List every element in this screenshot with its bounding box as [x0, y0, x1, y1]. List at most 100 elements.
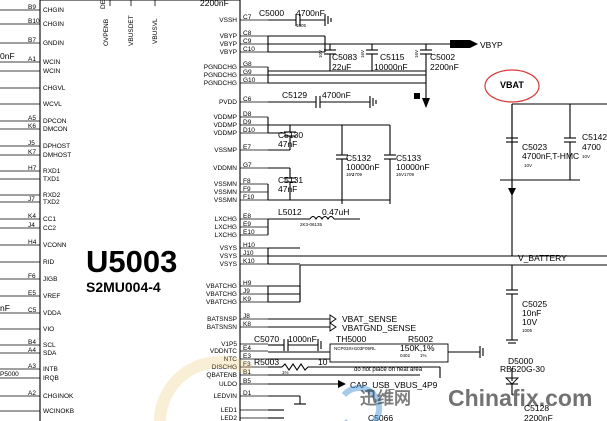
right-pin-name: PGNDCHG: [204, 72, 237, 79]
left-pin-number: K4: [28, 213, 36, 220]
ic-right-pins: C7VSSHC8VBYPC9VBYPC10VBYPG8PGNDCHGG9PGND…: [204, 14, 268, 421]
c5142-v: 10V: [582, 154, 590, 159]
right-pin-name: VBATCHG: [206, 283, 237, 290]
right-pin-name: LXCHG: [215, 216, 237, 223]
right-pin-name: BATSNSP: [207, 316, 237, 323]
c5142-value: 4700: [582, 142, 601, 152]
right-pin-name: PGNDCHG: [204, 80, 237, 87]
net-v-battery: V_BATTERY: [518, 253, 567, 263]
c5083-value: 22uF: [332, 62, 351, 72]
left-pin-name: WCIN: [43, 59, 61, 66]
c5130-value: 47nF: [278, 139, 297, 149]
left-pin-name: SCL: [43, 342, 56, 349]
left-pin-name: CHGVL: [43, 85, 66, 92]
pgnd-network: [267, 67, 430, 108]
left-pin-name: RXD1: [43, 168, 61, 175]
right-pin-name: VBYP: [220, 49, 237, 56]
left-pin-number: H7: [28, 165, 37, 172]
right-pin-number: G8: [243, 61, 252, 68]
left-pin-name: TXD2: [43, 199, 60, 206]
right-pin-name: VSYS: [220, 253, 238, 260]
left-pin-number: C5: [28, 307, 37, 314]
c5000-size: 1005: [296, 23, 307, 28]
right-pin-name: VBATCHG: [206, 299, 237, 306]
right-pin-number: E4: [243, 345, 251, 352]
watermark: 迅维网 Chinafix.com: [154, 355, 592, 421]
right-pin-number: C7: [243, 14, 252, 21]
left-pin-number: A4: [28, 347, 36, 354]
ntc-network: [268, 339, 520, 419]
right-pin-number: H9: [243, 280, 252, 287]
right-pin-number: J8: [243, 313, 250, 320]
right-pin-name: V1P5: [221, 341, 237, 348]
right-pin-number: C9: [243, 38, 252, 45]
right-pin-name: LED1: [221, 407, 238, 414]
right-pin-number: J9: [243, 288, 250, 295]
vsys-network: [267, 103, 607, 265]
watermark-cn: 迅维网: [360, 388, 411, 408]
right-pin-name: LXCHG: [215, 224, 237, 231]
c5002-ref: C5002: [430, 52, 455, 62]
vbatchg-network: [267, 264, 607, 344]
c5070-ref: C5070: [254, 334, 279, 344]
inductor-l5012: [267, 215, 360, 235]
chip-part: S2MU004-4: [86, 279, 161, 295]
right-pin-name: VSSMN: [214, 181, 237, 188]
right-pin-name: VDDMP: [214, 130, 237, 137]
c5132-s: 1709: [352, 172, 363, 177]
top-value: 2200nF: [200, 0, 229, 8]
left-pin-number: K7: [28, 149, 36, 156]
right-pin-number: F10: [243, 194, 255, 201]
r5002-tol: 1%: [420, 353, 427, 358]
right-pin-number: F9: [243, 186, 251, 193]
left-fragment-p5000: P5000: [0, 371, 19, 378]
left-pin-name: VDDA: [43, 310, 62, 317]
c5025-voltage: 10V: [522, 317, 537, 327]
left-pin-number: A1: [28, 56, 36, 63]
right-pin-name: ULDO: [219, 381, 237, 388]
right-pin-number: J10: [243, 250, 254, 257]
left-pin-name: CC1: [43, 216, 56, 223]
right-pin-number: C10: [243, 46, 255, 53]
left-pin-name: DPHOST: [43, 143, 70, 150]
right-pin-name: VDDNTC: [210, 348, 237, 355]
right-pin-number: G9: [243, 69, 252, 76]
right-pin-number: C6: [243, 96, 252, 103]
right-pin-number: G7: [243, 162, 252, 169]
c5129-network: [268, 96, 377, 108]
note-heat: do not place on heat area: [354, 367, 423, 373]
left-pin-number: J4: [28, 222, 35, 229]
left-fragment-nf: nF: [0, 303, 10, 313]
left-pin-number: B4: [28, 339, 36, 346]
left-pin-name: RID: [43, 259, 55, 266]
left-pin-name: JIGB: [43, 276, 57, 283]
right-pin-name: DISCHG: [212, 364, 237, 371]
left-pin-name: TXD1: [43, 176, 60, 183]
net-vbat-sense: VBAT_SENSE: [342, 314, 397, 324]
left-pin-name: VCONN: [43, 242, 67, 249]
left-pin-name: CHGINOK: [43, 393, 74, 400]
left-pin-number: J7: [28, 196, 35, 203]
right-pin-number: K10: [243, 258, 255, 265]
right-pin-number: H10: [243, 242, 255, 249]
c5083-volt: 10V: [318, 50, 323, 58]
left-pin-name: VREF: [43, 293, 60, 300]
right-pin-name: LXCHG: [215, 232, 237, 239]
right-pin-name: VDDMN: [213, 165, 237, 172]
c5000-network: [268, 14, 332, 26]
top-pin-vbusdet: VBUSDET: [128, 15, 135, 46]
left-pin-number: E5: [28, 290, 36, 297]
left-pin-number: F6: [28, 273, 36, 280]
vbyp-network: [267, 35, 478, 71]
c5115-volt: 16V: [360, 50, 365, 58]
right-pin-number: E9: [243, 221, 251, 228]
left-pin-name: DPCON: [43, 118, 67, 125]
l5012-ref: L5012: [278, 207, 302, 217]
right-pin-number: G10: [243, 77, 256, 84]
top-pin-ovpenb: OVPENB: [103, 19, 110, 46]
c5115-value: 10000nF: [374, 62, 408, 72]
right-pin-number: B5: [243, 378, 251, 385]
c5132-v: 16V: [346, 172, 354, 177]
c5070-value: 1000nF: [288, 334, 317, 344]
